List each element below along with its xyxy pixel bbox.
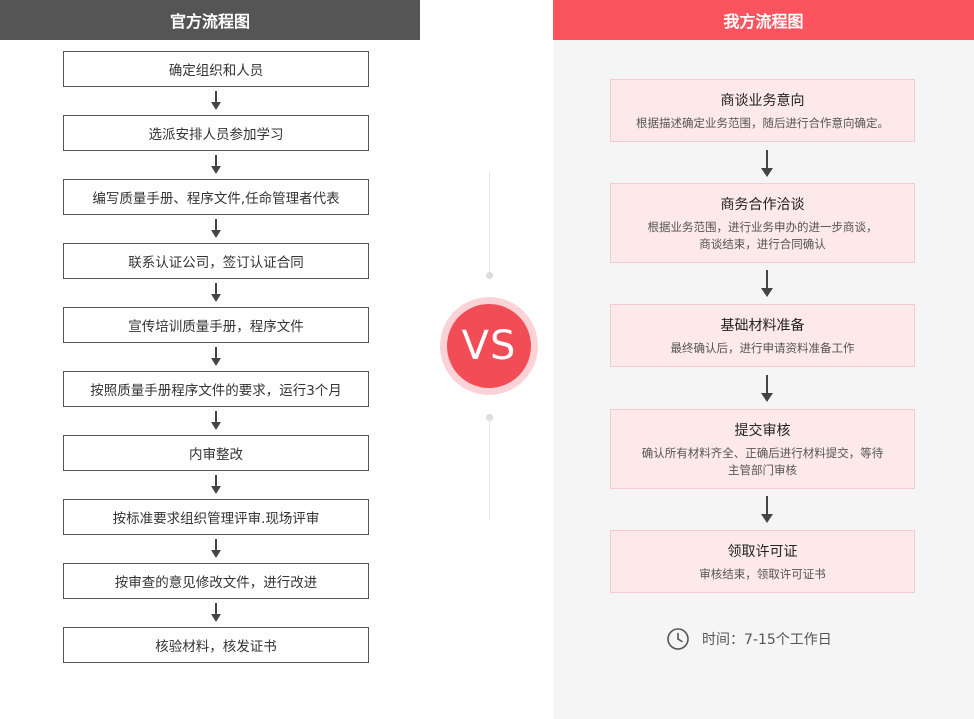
official-step-5: 宣传培训质量手册，程序文件 <box>63 307 369 343</box>
down-arrow-icon <box>63 471 369 499</box>
official-step-10: 核验材料，核发证书 <box>63 627 369 663</box>
vs-badge: VS <box>447 304 531 388</box>
our-flowchart-header: 我方流程图 <box>553 0 974 40</box>
our-step-5: 领取许可证 审核结束，领取许可证书 <box>610 530 915 593</box>
divider-line-bottom <box>489 416 490 520</box>
down-arrow-icon <box>760 270 774 298</box>
our-step-desc: 确认所有材料齐全、正确后进行材料提交，等待主管部门审核 <box>641 445 884 477</box>
divider-line-top <box>489 172 490 276</box>
our-step-3: 基础材料准备 最终确认后，进行申请资料准备工作 <box>610 304 915 367</box>
down-arrow-icon <box>63 535 369 563</box>
down-arrow-icon <box>63 599 369 627</box>
down-arrow-icon <box>760 496 774 524</box>
official-step-9: 按审查的意见修改文件，进行改进 <box>63 563 369 599</box>
official-steps: 确定组织和人员 选派安排人员参加学习 编写质量手册、程序文件,任命管理者代表 联… <box>63 51 369 663</box>
official-step-1: 确定组织和人员 <box>63 51 369 87</box>
official-flowchart-header: 官方流程图 <box>0 0 420 40</box>
our-flowchart-panel: 我方流程图 商谈业务意向 根据描述确定业务范围，随后进行合作意向确定。 商务合作… <box>553 0 974 719</box>
our-step-desc: 最终确认后，进行申请资料准备工作 <box>670 340 855 355</box>
our-step-title: 商务合作洽谈 <box>720 196 805 213</box>
our-step-desc: 根据业务范围，进行业务申办的进一步商谈，商谈结束，进行合同确认 <box>647 219 878 251</box>
official-step-7: 内审整改 <box>63 435 369 471</box>
down-arrow-icon <box>63 343 369 371</box>
our-step-title: 提交审核 <box>734 422 791 439</box>
our-step-4: 提交审核 确认所有材料齐全、正确后进行材料提交，等待主管部门审核 <box>610 409 915 489</box>
down-arrow-icon <box>63 407 369 435</box>
our-step-title: 基础材料准备 <box>720 317 805 334</box>
down-arrow-icon <box>63 151 369 179</box>
down-arrow-icon <box>63 215 369 243</box>
official-step-8: 按标准要求组织管理评审.现场评审 <box>63 499 369 535</box>
official-flowchart-panel: 官方流程图 确定组织和人员 选派安排人员参加学习 编写质量手册、程序文件,任命管… <box>0 0 420 719</box>
our-step-title: 领取许可证 <box>727 543 798 560</box>
official-step-6: 按照质量手册程序文件的要求，运行3个月 <box>63 371 369 407</box>
our-step-desc: 根据描述确定业务范围，随后进行合作意向确定。 <box>636 115 889 130</box>
our-step-2: 商务合作洽谈 根据业务范围，进行业务申办的进一步商谈，商谈结束，进行合同确认 <box>610 183 915 263</box>
down-arrow-icon <box>760 375 774 403</box>
time-text: 时间：7-15个工作日 <box>702 632 832 648</box>
official-step-2: 选派安排人员参加学习 <box>63 115 369 151</box>
time-info: 时间：7-15个工作日 <box>666 626 832 652</box>
our-step-title: 商谈业务意向 <box>720 92 805 109</box>
our-step-desc: 审核结束，领取许可证书 <box>699 566 826 581</box>
down-arrow-icon <box>63 87 369 115</box>
our-step-1: 商谈业务意向 根据描述确定业务范围，随后进行合作意向确定。 <box>610 79 915 142</box>
official-step-3: 编写质量手册、程序文件,任命管理者代表 <box>63 179 369 215</box>
down-arrow-icon <box>760 150 774 178</box>
clock-icon <box>667 628 689 650</box>
divider-dot-top <box>486 272 493 279</box>
official-step-4: 联系认证公司，签订认证合同 <box>63 243 369 279</box>
down-arrow-icon <box>63 279 369 307</box>
